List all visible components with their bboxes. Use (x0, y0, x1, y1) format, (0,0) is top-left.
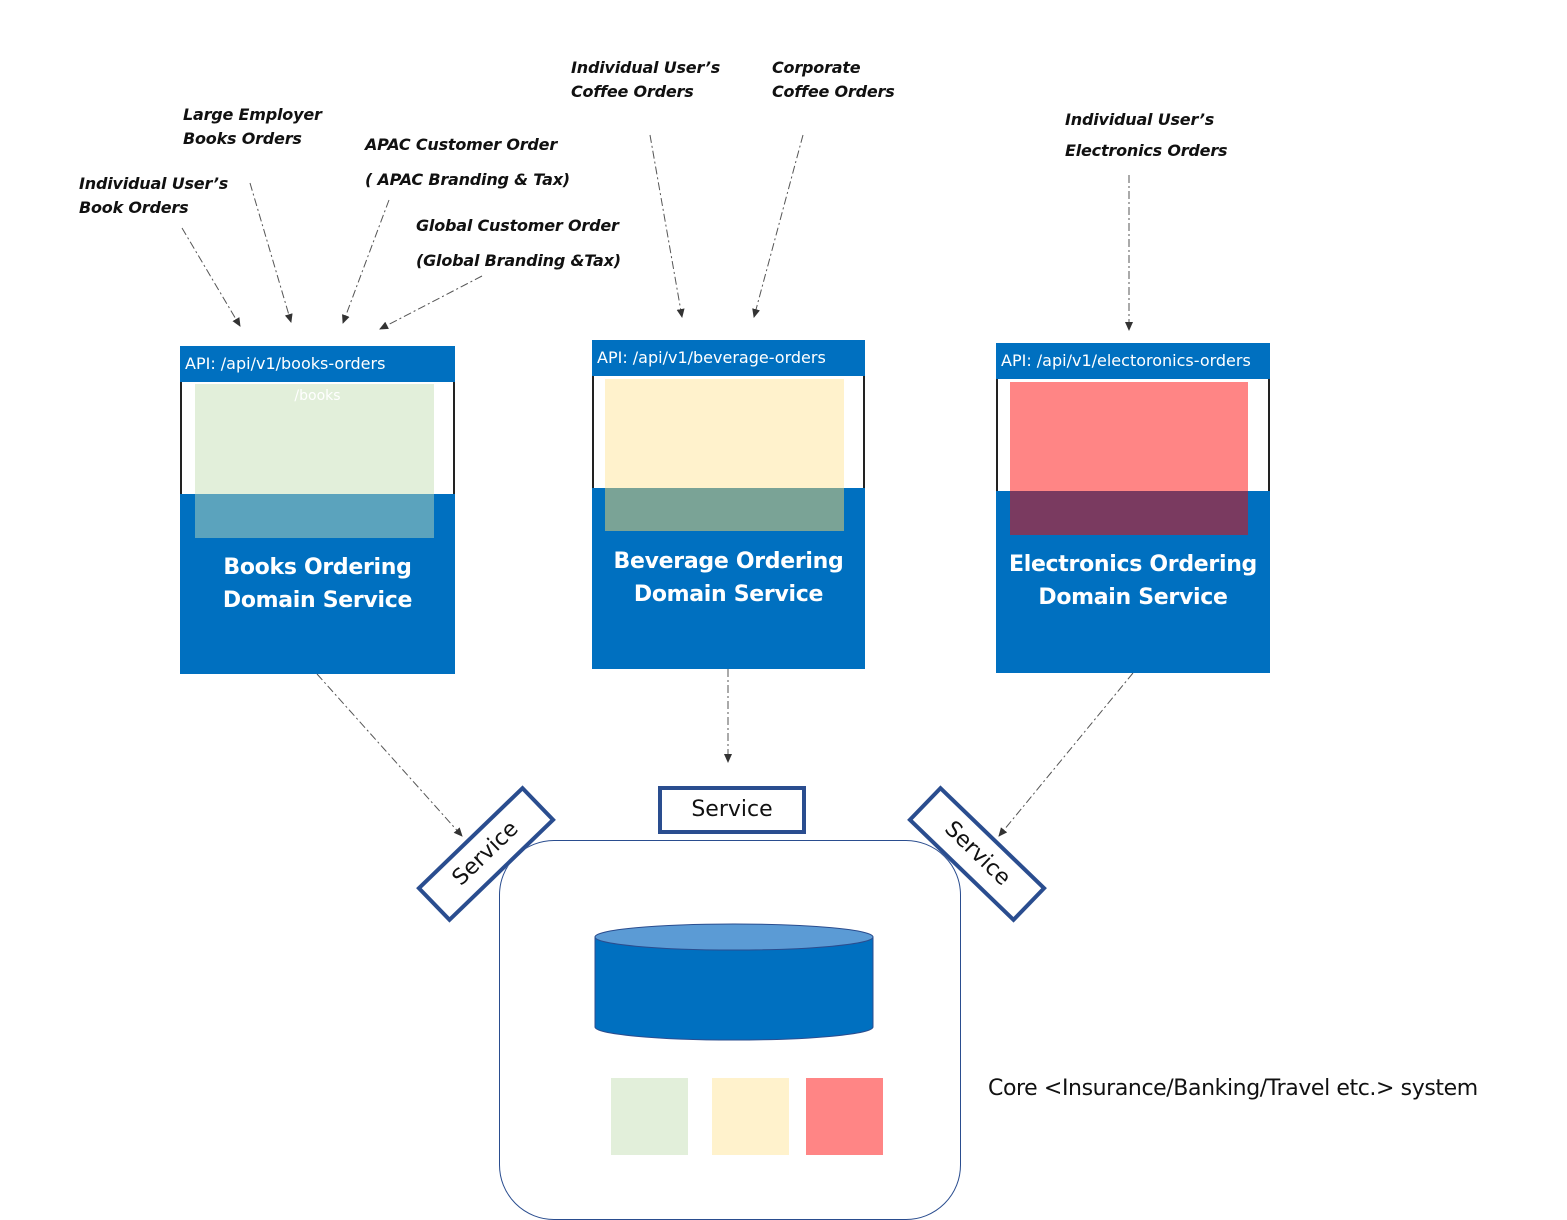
electronics-api-label: API: /api/v1/electoronics-orders (1001, 351, 1251, 370)
core-books-data-square (611, 1078, 688, 1155)
source-apac-customer-order: APAC Customer Order ( APAC Branding & Ta… (365, 135, 570, 189)
beverage-api-label: API: /api/v1/beverage-orders (597, 348, 826, 367)
electronics-tint-upper (1010, 382, 1248, 491)
arrow-electronics-to-core (998, 672, 1134, 837)
source-corporate-coffee-orders: Corporate Coffee Orders (772, 58, 895, 101)
core-electronics-data-square (806, 1078, 883, 1155)
source-individual-coffee-orders: Individual User’s Coffee Orders (571, 58, 721, 101)
books-service-title: Books Ordering Domain Service (222, 555, 413, 613)
books-service-box: API: /api/v1/books-orders /books Books O… (180, 346, 455, 674)
source-individual-book-orders: Individual User’s Book Orders (79, 174, 229, 217)
source-individual-electronics-orders: Individual User’s Electronics Orders (1065, 110, 1228, 160)
core-beverage-data-square (712, 1078, 789, 1155)
service-tag-center: Service (658, 786, 806, 834)
books-sub-path: /books (294, 388, 341, 404)
source-large-employer-books-orders: Large Employer Books Orders (183, 105, 322, 148)
source-global-customer-order: Global Customer Order (Global Branding &… (416, 216, 621, 270)
beverage-tint-lower (605, 488, 844, 531)
arrow-global-books (379, 275, 483, 330)
core-system-label: Core <Insurance/Banking/Travel etc.> sys… (988, 1076, 1478, 1101)
electronics-tint-lower (1010, 491, 1248, 535)
electronics-service-title: Electronics Ordering Domain Service (1008, 552, 1258, 610)
beverage-service-title: Beverage Ordering Domain Service (613, 549, 844, 607)
electronics-service-box: API: /api/v1/electoronics-orders Electro… (996, 343, 1270, 673)
arrow-books-to-core (316, 673, 463, 837)
books-api-label: API: /api/v1/books-orders (185, 354, 386, 373)
arrow-individual-books (181, 227, 241, 327)
beverage-tint-upper (605, 379, 844, 488)
books-tint-lower (195, 494, 434, 538)
beverage-service-box: API: /api/v1/beverage-orders Beverage Or… (592, 340, 865, 669)
arrow-apac-books (342, 199, 390, 324)
arrow-individual-coffee (649, 134, 685, 318)
